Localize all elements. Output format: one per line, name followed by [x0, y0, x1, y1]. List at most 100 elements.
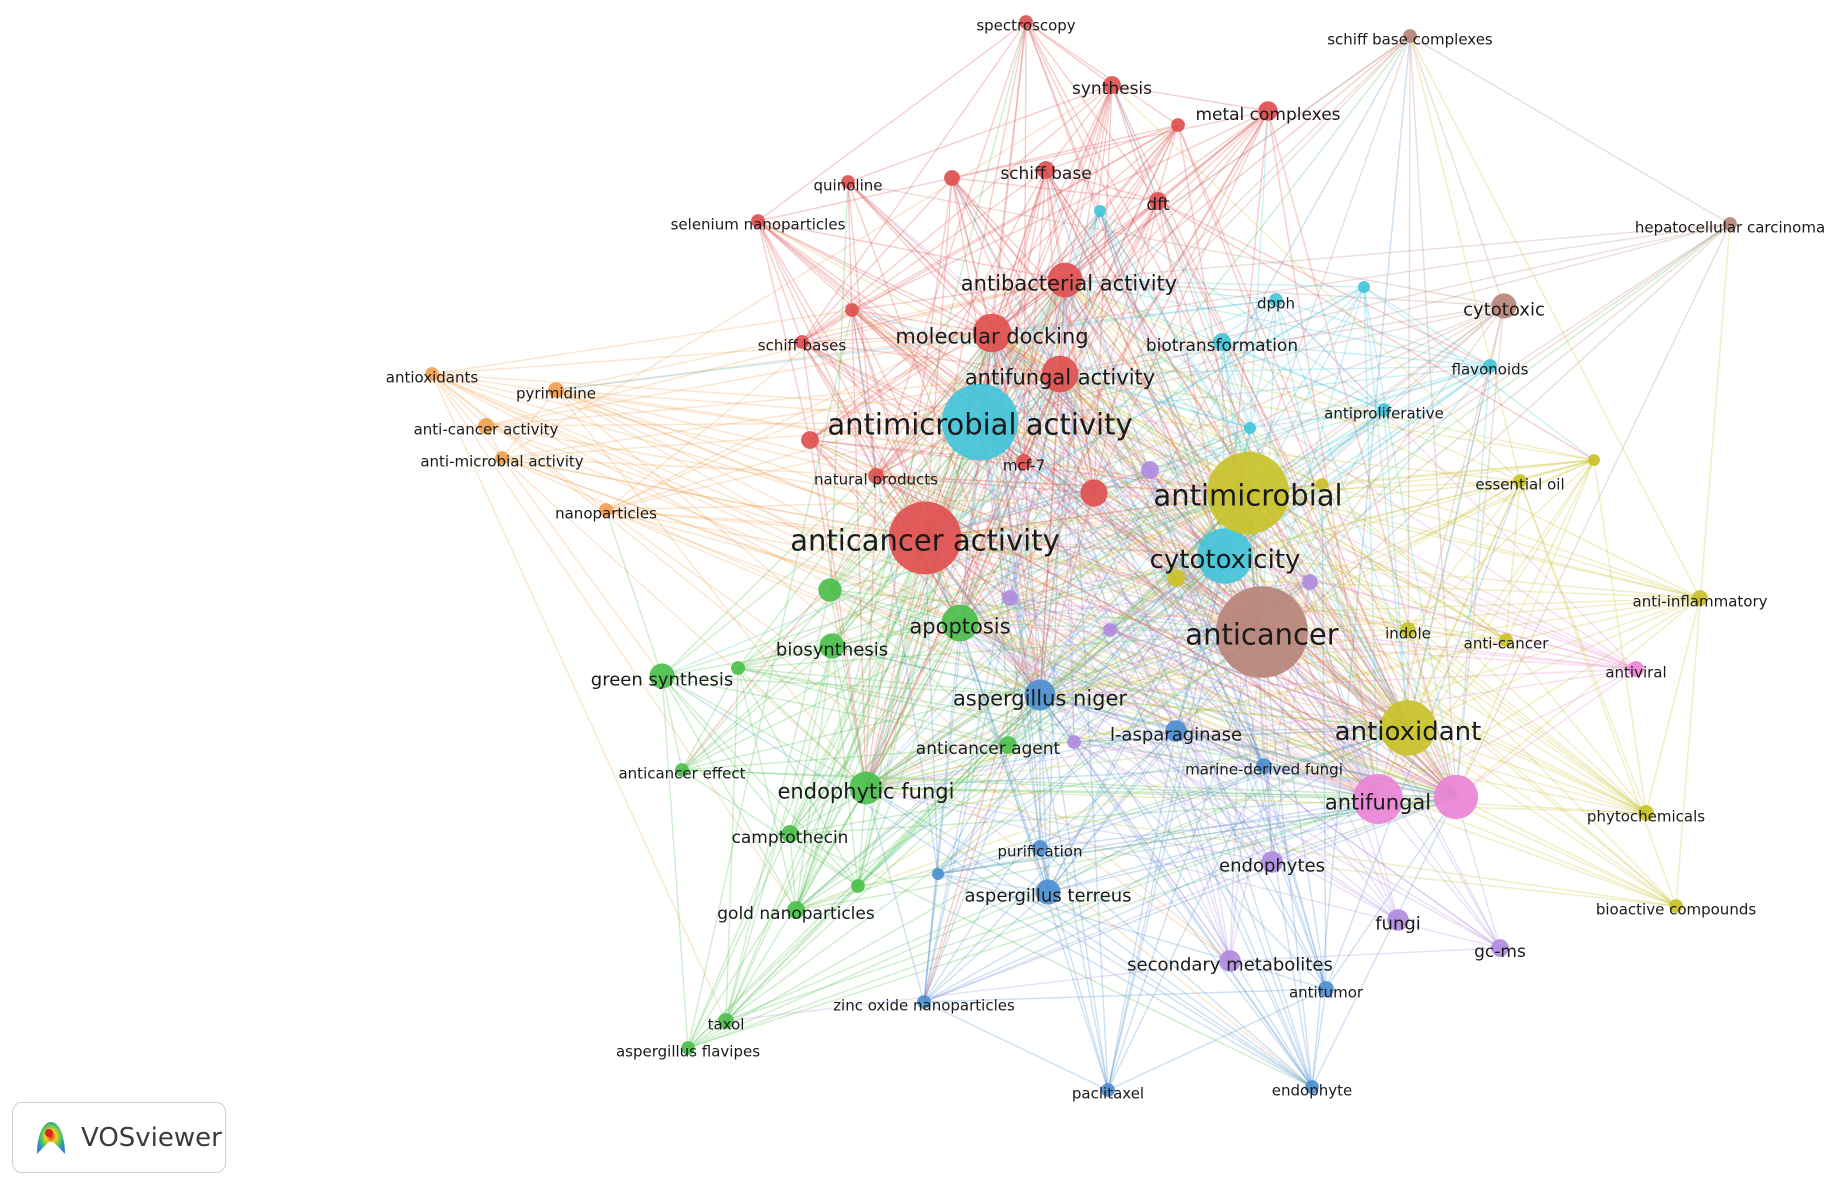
label-antimicrobial-activity[interactable]: antimicrobial activity	[827, 408, 1132, 442]
node-anti-inflammatory[interactable]	[1692, 590, 1708, 606]
node-secondary-metabolites[interactable]	[1219, 950, 1241, 972]
label-anti-microbial-activity[interactable]: anti-microbial activity	[420, 453, 583, 471]
node-red-node-c[interactable]	[944, 170, 960, 186]
label-molecular-docking[interactable]: molecular docking	[895, 324, 1088, 348]
label-bioactive-compounds[interactable]: bioactive compounds	[1596, 901, 1756, 919]
label-antitumor[interactable]: antitumor	[1289, 984, 1364, 1002]
label-taxol[interactable]: taxol	[708, 1016, 745, 1034]
node-purple-node-d[interactable]	[1103, 623, 1117, 637]
node-antioxidant[interactable]	[1380, 700, 1436, 756]
label-endophyte[interactable]: endophyte	[1272, 1082, 1352, 1100]
node-anti-cancer-activity[interactable]	[478, 418, 494, 434]
node-natural-products[interactable]	[868, 468, 884, 484]
node-spectroscopy[interactable]	[1019, 15, 1033, 29]
label-spectroscopy[interactable]: spectroscopy	[976, 17, 1075, 35]
label-anticancer-agent[interactable]: anticancer agent	[916, 739, 1061, 759]
label-metal-complexes[interactable]: metal complexes	[1195, 105, 1340, 125]
node-schiff-base[interactable]	[1037, 161, 1055, 179]
node-antifungal[interactable]	[1353, 774, 1403, 824]
node-anticancer-activity[interactable]	[888, 501, 962, 575]
label-gold-nanoparticles[interactable]: gold nanoparticles	[717, 904, 875, 924]
node-endophytic-fungi[interactable]	[849, 771, 883, 805]
label-antifungal[interactable]: antifungal	[1325, 790, 1431, 814]
node-antimicrobial-activity[interactable]	[941, 383, 1019, 461]
label-antiviral[interactable]: antiviral	[1605, 664, 1666, 682]
node-purification[interactable]	[1032, 840, 1048, 856]
label-phytochemicals[interactable]: phytochemicals	[1587, 808, 1705, 826]
label-quinoline[interactable]: quinoline	[814, 177, 883, 195]
node-gc-ms[interactable]	[1491, 939, 1509, 957]
node-red-node-b[interactable]	[801, 431, 819, 449]
node-red-node-d[interactable]	[845, 303, 859, 317]
label-antiproliferative[interactable]: antiproliferative	[1324, 405, 1444, 423]
label-anti-cancer-activity[interactable]: anti-cancer activity	[414, 421, 559, 439]
node-flavonoids[interactable]	[1483, 359, 1497, 373]
node-green-node-c[interactable]	[851, 879, 865, 893]
node-antifungal-activity[interactable]	[1041, 355, 1079, 393]
node-antioxidants[interactable]	[425, 367, 439, 381]
node-yellow-node-c[interactable]	[1316, 478, 1328, 490]
node-antibacterial-activity[interactable]	[1047, 262, 1083, 298]
node-pink-node-a[interactable]	[1433, 774, 1479, 820]
label-mcf-7[interactable]: mcf-7	[1003, 457, 1045, 475]
label-cytotoxicity[interactable]: cytotoxicity	[1150, 545, 1301, 575]
label-nanoparticles[interactable]: nanoparticles	[555, 505, 657, 523]
node-antimicrobial[interactable]	[1206, 451, 1290, 535]
node-dft[interactable]	[1149, 192, 1167, 210]
node-selenium-nanoparticles[interactable]	[751, 214, 765, 228]
node-cyan-node-c[interactable]	[1244, 422, 1256, 434]
node-green-node-a[interactable]	[818, 578, 842, 602]
label-camptothecin[interactable]: camptothecin	[732, 828, 849, 848]
label-gc-ms[interactable]: gc-ms	[1474, 942, 1526, 962]
label-purification[interactable]: purification	[998, 843, 1083, 861]
node-antiviral[interactable]	[1628, 661, 1644, 677]
label-essential-oil[interactable]: essential oil	[1475, 476, 1564, 494]
node-synthesis[interactable]	[1103, 76, 1121, 94]
label-endophytic-fungi[interactable]: endophytic fungi	[778, 779, 955, 803]
node-apoptosis[interactable]	[941, 604, 979, 642]
node-cytotoxic[interactable]	[1491, 293, 1517, 319]
node-hepatocellular-carcinoma[interactable]	[1723, 217, 1737, 231]
node-anti-cancer[interactable]	[1499, 633, 1513, 647]
label-antioxidant[interactable]: antioxidant	[1335, 717, 1482, 747]
node-l-asparaginase[interactable]	[1165, 720, 1187, 742]
node-yellow-node-a[interactable]	[1167, 569, 1185, 587]
node-purple-node-b[interactable]	[1302, 574, 1318, 590]
label-schiff-base[interactable]: schiff base	[1000, 164, 1091, 184]
label-endophytes[interactable]: endophytes	[1219, 855, 1325, 876]
node-cyan-node-a[interactable]	[1094, 205, 1106, 217]
node-essential-oil[interactable]	[1513, 474, 1527, 488]
label-aspergillus-terreus[interactable]: aspergillus terreus	[964, 885, 1131, 906]
label-antimicrobial[interactable]: antimicrobial	[1153, 479, 1342, 513]
node-anti-microbial-activity[interactable]	[495, 451, 509, 465]
node-blue-node-a[interactable]	[932, 868, 944, 880]
label-apoptosis[interactable]: apoptosis	[909, 614, 1010, 638]
label-anticancer-activity[interactable]: anticancer activity	[790, 524, 1060, 558]
node-quinoline[interactable]	[841, 175, 855, 189]
label-anti-inflammatory[interactable]: anti-inflammatory	[1633, 593, 1768, 611]
label-cytotoxic[interactable]: cytotoxic	[1463, 299, 1545, 320]
label-green-synthesis[interactable]: green synthesis	[591, 669, 733, 690]
node-biosynthesis[interactable]	[819, 633, 845, 659]
label-indole[interactable]: indole	[1385, 625, 1431, 643]
label-hepatocellular-carcinoma[interactable]: hepatocellular carcinoma	[1635, 219, 1825, 237]
node-metal-complexes[interactable]	[1258, 101, 1278, 121]
label-dft[interactable]: dft	[1146, 195, 1169, 215]
node-zinc-oxide-nanoparticles[interactable]	[917, 995, 931, 1009]
label-pyrimidine[interactable]: pyrimidine	[516, 385, 596, 403]
node-endophytes[interactable]	[1261, 851, 1283, 873]
label-flavonoids[interactable]: flavonoids	[1452, 361, 1529, 379]
node-anticancer-agent[interactable]	[999, 736, 1017, 754]
node-cyan-node-b[interactable]	[1358, 281, 1370, 293]
node-aspergillus-flavipes[interactable]	[681, 1041, 695, 1055]
node-green-node-b[interactable]	[731, 661, 745, 675]
node-nanoparticles[interactable]	[599, 503, 613, 517]
node-camptothecin[interactable]	[781, 825, 799, 843]
node-biotransformation[interactable]	[1213, 333, 1231, 351]
node-anticancer-effect[interactable]	[675, 763, 689, 777]
node-mcf-7[interactable]	[1016, 454, 1032, 470]
node-fungi[interactable]	[1387, 909, 1409, 931]
node-purple-node-c[interactable]	[1002, 590, 1018, 606]
node-schiff-bases[interactable]	[795, 335, 809, 349]
node-pyrimidine[interactable]	[548, 382, 564, 398]
